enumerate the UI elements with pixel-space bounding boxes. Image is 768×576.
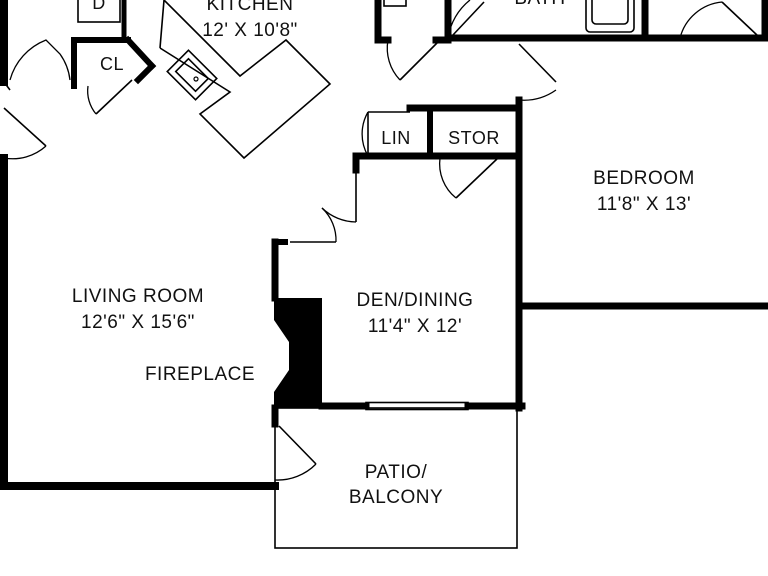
cl-door-leaf — [95, 79, 133, 115]
doors — [3, 0, 759, 481]
closet2-door-leaf — [399, 39, 441, 81]
fireplace-label: FIREPLACE — [145, 364, 255, 385]
closet-shelf — [383, 0, 407, 7]
bath-name: BATH — [514, 0, 565, 9]
kitchen-sink — [166, 49, 218, 101]
patio-line1: PATIO/ — [365, 462, 428, 483]
kitchen-name: KITCHEN — [207, 0, 294, 15]
bedroom-name: BEDROOM — [593, 168, 695, 189]
storage-name: STOR — [448, 128, 500, 148]
stor-door-leaf — [455, 157, 499, 199]
appliance-label: D — [92, 0, 106, 13]
den-size: 11'4" X 12' — [368, 316, 462, 337]
bath-door-leaf — [451, 1, 485, 37]
patio-door-leaf — [278, 425, 317, 465]
kitchen-counter — [159, 0, 332, 160]
closet-name: CL — [100, 54, 124, 74]
linen-name: LIN — [381, 128, 411, 148]
bedroom-closet-door-leaf — [721, 1, 759, 37]
den-window — [365, 401, 469, 411]
kitchen-size: 12' X 10'8" — [202, 20, 298, 41]
patio-line2: BALCONY — [349, 487, 443, 508]
den-name: DEN/DINING — [357, 290, 474, 311]
cl-right-wall — [123, 35, 157, 71]
entry-door-leaf — [3, 107, 47, 147]
fireplace-block — [274, 298, 322, 408]
walls — [0, 0, 768, 490]
bedroom-size: 11'8" X 13' — [597, 194, 691, 215]
sink-drain — [193, 76, 199, 82]
appliance-box — [77, 0, 121, 23]
cl-right-wall-2 — [133, 61, 157, 85]
living-size: 12'6" X 15'6" — [81, 312, 195, 333]
bathtub — [585, 0, 635, 33]
patio-outline — [274, 407, 518, 549]
living-name: LIVING ROOM — [72, 286, 204, 307]
